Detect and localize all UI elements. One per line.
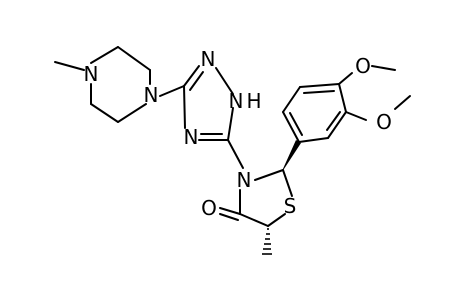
- bond-pip-c2-c3: [117, 46, 151, 71]
- atom-s-thiazolidine: S: [284, 194, 297, 218]
- bond-aryl-c4-o-upper: [338, 72, 353, 85]
- bond-triazole-n1-c5: [227, 107, 234, 141]
- atom-n-piperazine-methyl: N: [84, 62, 99, 86]
- bond-thz-c2-n: [254, 169, 284, 181]
- bond-aryl-c2-c3-inner: [326, 111, 341, 131]
- bond-o-lower-methyl: [394, 95, 411, 110]
- bond-pip-n1-c2: [90, 46, 119, 64]
- bond-thz-c5-s: [267, 213, 286, 227]
- bond-aryl-c3-c4: [338, 83, 347, 113]
- bond-thz-c4-c5: [239, 213, 269, 227]
- bond-pip-c5-c6: [90, 103, 119, 123]
- bond-triazole-c5-thiazolidine-n: [227, 139, 244, 169]
- bond-aryl-c2-c3: [327, 111, 347, 139]
- bond-triazole-n2-n1: [215, 67, 234, 95]
- wedge-bond-c2-aryl: [282, 140, 301, 171]
- atom-label-layer: N N N N H N N S O O O: [84, 47, 392, 220]
- atom-n-thiazolidine: N: [237, 168, 252, 192]
- hashed-bond-c5-methyl: [262, 228, 272, 255]
- bond-triazole-c3-n2-double: [189, 71, 204, 91]
- bond-layer: [54, 46, 411, 227]
- bond-aryl-c6-c1: [282, 111, 300, 143]
- bond-aryl-c5-c6: [282, 86, 301, 113]
- bond-pip-n4-triazole-c3: [159, 85, 185, 97]
- atom-n-triazole-n1: N: [229, 89, 244, 113]
- atom-o-methoxy-lower: O: [376, 110, 392, 134]
- bond-aryl-c3-o-lower: [345, 111, 367, 121]
- bond-pip-n4-c5: [117, 103, 147, 123]
- bond-methyl-piperazine-n: [54, 61, 85, 71]
- atom-o-methoxy-upper: O: [355, 54, 371, 78]
- bond-o-upper-methyl: [371, 65, 396, 71]
- bond-triazole-c3-n2: [183, 65, 200, 87]
- bond-aryl-c4-c5: [299, 83, 340, 88]
- atom-n-triazole-n2: N: [201, 47, 216, 71]
- atom-n-triazole-n4: N: [184, 125, 199, 149]
- atom-h-triazole: H: [246, 89, 261, 113]
- bond-aryl-c6-c1-inner: [289, 112, 303, 136]
- bond-aryl-c1-c2: [298, 137, 329, 143]
- bond-aryl-c4-c5-inner: [303, 90, 335, 94]
- bond-triazole-n4-c3: [183, 85, 186, 129]
- bond-carbonyl-double: [219, 213, 239, 221]
- bond-thz-s-c2: [282, 169, 293, 197]
- bond-carbonyl-single: [219, 207, 241, 215]
- atom-n-piperazine-aryl: N: [144, 83, 159, 107]
- atom-o-carbonyl: O: [201, 196, 217, 220]
